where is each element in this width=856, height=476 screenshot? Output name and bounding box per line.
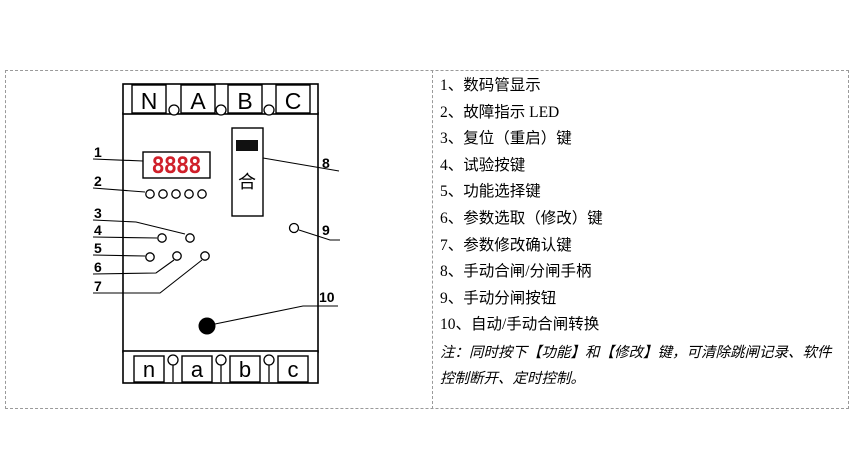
fault-led xyxy=(158,189,168,199)
modify-key[interactable] xyxy=(172,251,182,261)
legend-item-10: 10、自动/手动合闸转换 xyxy=(440,316,600,334)
terminal-label-c: c xyxy=(288,357,299,382)
terminal-box-a xyxy=(181,355,213,383)
handle-indicator xyxy=(236,140,258,151)
device-body xyxy=(122,112,319,353)
terminal-screw xyxy=(168,104,180,116)
fault-led xyxy=(145,189,155,199)
legend-item-9: 9、手动分闸按钮 xyxy=(440,289,557,307)
terminal-label-b: b xyxy=(239,357,251,382)
callout-3: 3 xyxy=(94,205,102,221)
callout-2: 2 xyxy=(94,173,102,189)
legend-item-7: 7、参数修改确认键 xyxy=(440,236,572,254)
function-key[interactable] xyxy=(145,252,155,262)
test-key[interactable] xyxy=(157,233,167,243)
callout-1: 1 xyxy=(94,144,102,160)
leader-line-4 xyxy=(92,236,158,239)
segment-display-frame xyxy=(142,151,211,179)
confirm-key[interactable] xyxy=(200,251,210,261)
segment-display-digits: 8888 xyxy=(152,154,201,179)
terminal-screw xyxy=(215,354,227,366)
leader-line-6 xyxy=(92,259,175,275)
terminal-screw xyxy=(167,354,179,366)
legend-note: 注：同时按下【功能】和【修改】键，可清除跳闸记录、软件控制断开、定时控制。 xyxy=(440,344,832,387)
terminal-box-C xyxy=(275,84,311,114)
leader-line-1 xyxy=(92,158,144,162)
legend-item-2: 2、故障指示 LED xyxy=(440,103,560,121)
handle-label: 合 xyxy=(238,172,256,193)
column-divider xyxy=(432,70,433,409)
legend-item-8: 8、手动合闸/分闸手柄 xyxy=(440,263,592,281)
legend-item-6: 6、参数选取（修改）键 xyxy=(440,209,603,227)
legend-list: 1、数码管显示 2、故障指示 LED 3、复位（重启）键 4、试验按键 5、功能… xyxy=(440,73,845,392)
fault-led xyxy=(171,189,181,199)
fault-led xyxy=(197,189,207,199)
terminal-screw xyxy=(263,354,275,366)
leader-line-7 xyxy=(93,259,203,294)
terminal-box-N xyxy=(131,84,167,114)
terminal-screw xyxy=(263,104,275,116)
fault-led xyxy=(184,189,194,199)
terminal-box-A xyxy=(180,84,216,114)
terminal-box-c xyxy=(277,355,309,383)
legend-item-3: 3、复位（重启）键 xyxy=(440,130,572,148)
manual-trip-button[interactable] xyxy=(288,222,300,234)
figure-frame xyxy=(5,70,849,409)
legend-item-1: 1、数码管显示 xyxy=(440,77,541,94)
leader-line-5 xyxy=(92,254,146,257)
auto-manual-selector[interactable] xyxy=(198,317,216,335)
callout-10: 10 xyxy=(319,289,335,305)
callout-4: 4 xyxy=(94,222,102,238)
reset-key[interactable] xyxy=(185,233,195,243)
terminal-box-b xyxy=(229,355,261,383)
device-diagram: N A B C n a b c 8888 合 1 2 3 4 xyxy=(92,83,340,384)
terminal-label-C: C xyxy=(285,88,302,114)
callout-9: 9 xyxy=(322,222,330,238)
leader-line-9 xyxy=(298,229,340,241)
callout-8: 8 xyxy=(322,155,330,171)
callout-7: 7 xyxy=(94,278,102,294)
terminal-label-B: B xyxy=(237,88,252,114)
terminal-label-a: a xyxy=(191,357,204,382)
terminal-label-N: N xyxy=(141,88,158,114)
leader-line-2 xyxy=(92,187,146,193)
legend-item-4: 4、试验按键 xyxy=(440,156,526,174)
terminal-screw xyxy=(215,104,227,116)
leader-line-3 xyxy=(92,219,186,235)
terminal-box-B xyxy=(227,84,263,114)
terminal-label-A: A xyxy=(190,88,206,114)
callout-5: 5 xyxy=(94,240,102,256)
terminal-label-n: n xyxy=(143,357,155,382)
leader-line-10 xyxy=(214,305,338,325)
callout-6: 6 xyxy=(94,259,102,275)
terminal-box-n xyxy=(133,355,165,383)
legend-item-5: 5、功能选择键 xyxy=(440,183,541,201)
leader-line-8 xyxy=(262,157,340,172)
